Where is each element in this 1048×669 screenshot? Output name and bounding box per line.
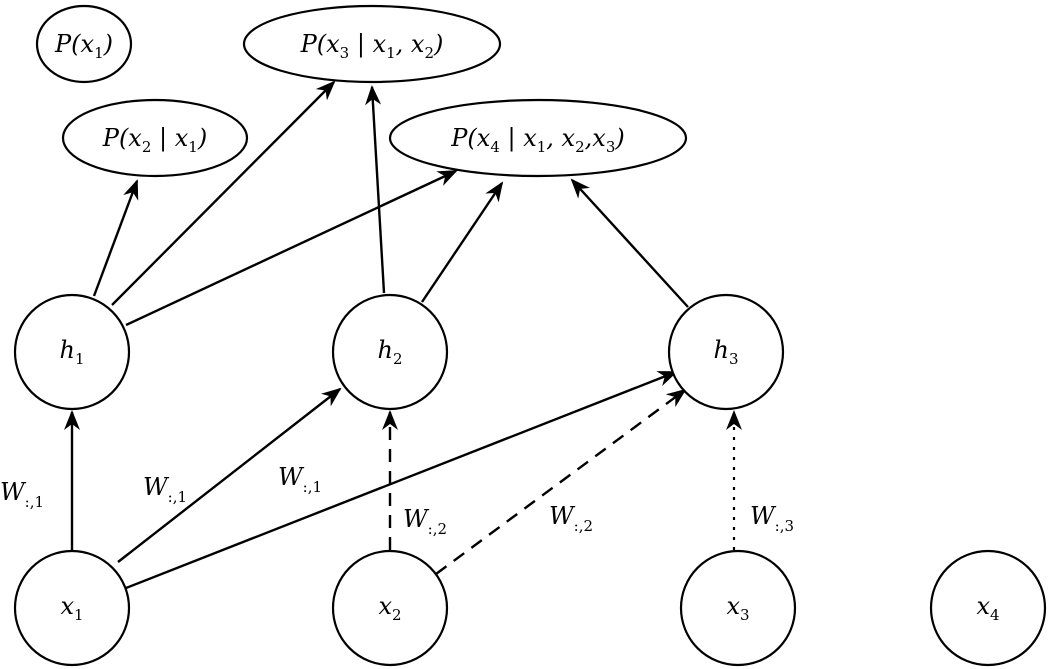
hidden-label-h2: h2 (377, 336, 402, 368)
edge-h2-p3 (365, 85, 386, 294)
hidden-node-h1 (13, 293, 131, 411)
input-label-x3: x3 (726, 592, 749, 624)
input-node-x1 (13, 549, 131, 667)
hidden-node-h2 (331, 293, 449, 411)
output-label-p1: P(x1) (54, 30, 113, 62)
output-node-p1 (35, 4, 133, 84)
edge-x1-h3 (125, 370, 678, 590)
output-label-p3: P(x3 | x1, x2) (300, 30, 444, 62)
weight-label-x1-h2: W:,1 (143, 473, 187, 506)
edge-h2-p4 (421, 181, 504, 303)
output-label-p4: P(x4 | x1, x2,x3) (450, 124, 624, 156)
output-label-p2: P(x2 | x1) (102, 124, 207, 156)
hidden-to-output-edges (92, 80, 689, 327)
input-label-x4: x4 (976, 592, 999, 624)
input-node-x2 (331, 549, 449, 667)
weight-labels: W:,1 W:,1 W:,1 W:,2 W:,2 W:,3 (0, 463, 794, 538)
output-node-p3 (242, 4, 502, 84)
input-label-x2: x2 (378, 592, 401, 624)
edge-x2-h3 (435, 388, 687, 575)
edge-h1-p2 (92, 179, 139, 297)
hidden-nodes: h1 h2 h3 (13, 293, 785, 411)
edge-h3-p4 (570, 178, 689, 308)
output-node-p2 (61, 98, 249, 178)
edge-h1-p4 (125, 169, 458, 327)
edge-h1-p3 (111, 80, 336, 306)
edge-x1-h2 (117, 387, 342, 563)
output-nodes: P(x1) P(x2 | x1) P(x3 | x1, x2) P(x4 | x… (35, 4, 688, 178)
input-node-x3 (679, 549, 797, 667)
input-to-hidden-edges (64, 370, 742, 590)
output-node-p4 (388, 98, 688, 178)
weight-label-x3-h3: W:,3 (750, 502, 794, 535)
input-node-x4 (929, 549, 1047, 667)
hidden-label-h1: h1 (59, 336, 84, 368)
hidden-label-h3: h3 (713, 336, 738, 368)
input-nodes: x1 x2 x3 x4 (13, 549, 1047, 667)
weight-label-x1-h1: W:,1 (0, 478, 44, 511)
input-label-x1: x1 (60, 592, 83, 624)
weight-label-x2-h3: W:,2 (549, 502, 593, 535)
weight-label-x2-h2: W:,2 (403, 505, 447, 538)
weight-label-x1-h3: W:,1 (278, 463, 322, 496)
hidden-node-h3 (667, 293, 785, 411)
